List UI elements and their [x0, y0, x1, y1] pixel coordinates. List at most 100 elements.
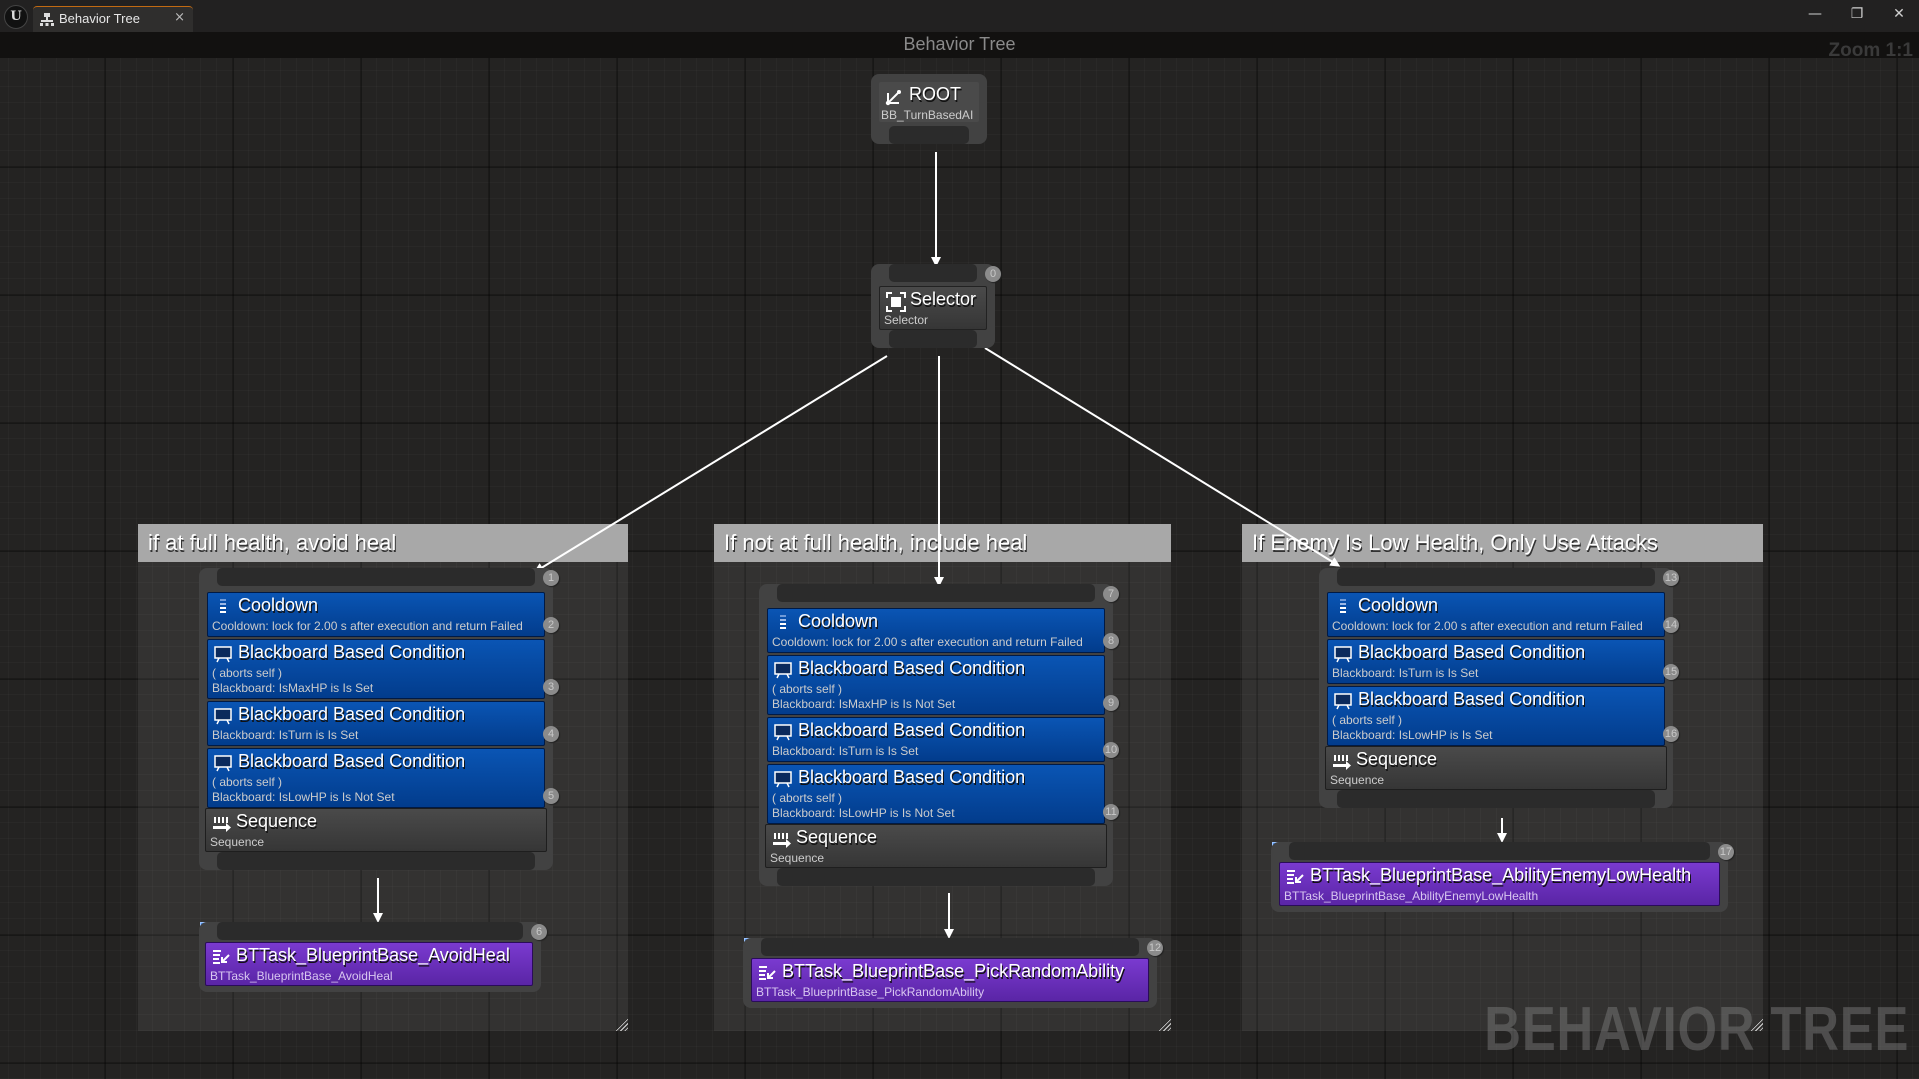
- decorator-title: Blackboard Based Condition: [1358, 689, 1586, 709]
- blackboard-icon: [214, 708, 232, 725]
- decorator-detail: Blackboard: IsMaxHP is Is Not Set: [772, 697, 956, 711]
- decorator-detail: Blackboard: IsTurn is Is Set: [1332, 666, 1479, 680]
- composite-sequence[interactable]: Sequence Sequence: [1325, 746, 1667, 790]
- task-subtitle: BTTask_BlueprintBase_PickRandomAbility: [756, 985, 985, 999]
- composite-sequence[interactable]: Sequence Sequence: [205, 808, 547, 852]
- decorator-abort-mode: ( aborts self ): [212, 775, 283, 789]
- root-body: ROOT BB_TurnBasedAI: [879, 82, 979, 122]
- tab-label: Behavior Tree: [59, 11, 140, 26]
- close-button[interactable]: ✕: [1893, 6, 1905, 22]
- unreal-logo-icon[interactable]: U: [4, 5, 28, 29]
- decorator-blackboard-condition[interactable]: Blackboard Based Condition Blackboard: I…: [207, 701, 545, 746]
- comment-title: If not at full health, include heal: [724, 530, 1028, 555]
- decorator-blackboard-condition[interactable]: Blackboard Based Condition Blackboard: I…: [1327, 639, 1665, 684]
- decorator-cooldown[interactable]: Cooldown Cooldown: lock for 2.00 s after…: [767, 608, 1105, 653]
- tab-behavior-tree[interactable]: Behavior Tree ×: [33, 6, 193, 33]
- execution-index-badge: 4: [543, 726, 559, 742]
- tab-close-icon[interactable]: ×: [174, 10, 185, 25]
- composite-sequence[interactable]: Sequence Sequence: [765, 824, 1107, 868]
- decorator-detail: Blackboard: IsLowHP is Is Not Set: [212, 790, 395, 804]
- sequence-input-pin[interactable]: [777, 584, 1095, 602]
- decorator-blackboard-condition[interactable]: Blackboard Based Condition ( aborts self…: [207, 639, 545, 699]
- selector-input-pin[interactable]: [889, 264, 977, 282]
- blackboard-icon: [1334, 693, 1352, 710]
- sequence-output-pin[interactable]: [1337, 790, 1655, 808]
- task-subtitle: BTTask_BlueprintBase_AvoidHeal: [210, 969, 393, 983]
- sequence-icon: [1333, 755, 1351, 770]
- task-node-1[interactable]: 6 BTTask_BlueprintBase_AvoidHeal BTTask_…: [199, 922, 547, 992]
- decorator-detail: Blackboard: IsTurn is Is Set: [772, 744, 919, 758]
- task-body[interactable]: BTTask_BlueprintBase_PickRandomAbility B…: [751, 958, 1149, 1002]
- decorator-blackboard-condition[interactable]: Blackboard Based Condition ( aborts self…: [1327, 686, 1665, 746]
- decorator-abort-mode: ( aborts self ): [212, 666, 283, 680]
- comment-header[interactable]: If not at full health, include heal: [714, 524, 1171, 562]
- graph-header: Behavior Tree: [0, 32, 1919, 58]
- decorator-blackboard-condition[interactable]: Blackboard Based Condition ( aborts self…: [207, 748, 545, 808]
- task-icon: [1287, 870, 1304, 884]
- execution-index-badge: 6: [531, 924, 547, 940]
- blackboard-icon: [214, 646, 232, 663]
- execution-index-badge: 12: [1147, 940, 1163, 956]
- sequence-input-pin[interactable]: [1337, 568, 1655, 586]
- task-node-2[interactable]: 12 BTTask_BlueprintBase_PickRandomAbilit…: [743, 938, 1163, 1008]
- execution-index-badge: 15: [1663, 664, 1679, 680]
- cooldown-icon: [780, 615, 786, 629]
- selector-body: Selector Selector: [879, 286, 987, 330]
- decorator-detail: Blackboard: IsTurn is Is Set: [212, 728, 359, 742]
- root-title: ROOT: [909, 84, 961, 104]
- decorator-blackboard-condition[interactable]: Blackboard Based Condition ( aborts self…: [767, 764, 1105, 824]
- sequence-icon: [773, 833, 791, 848]
- selector-icon: [886, 292, 906, 312]
- composite-title: Sequence: [1356, 749, 1438, 769]
- decorator-blackboard-condition[interactable]: Blackboard Based Condition ( aborts self…: [767, 655, 1105, 715]
- behavior-tree-icon: [40, 13, 54, 26]
- zoom-level: Zoom 1:1: [1828, 40, 1913, 61]
- behavior-tree-watermark: BEHAVIOR TREE: [1484, 995, 1909, 1064]
- selector-title: Selector: [910, 289, 977, 309]
- minimize-button[interactable]: —: [1808, 6, 1822, 22]
- decorator-abort-mode: ( aborts self ): [1332, 713, 1403, 727]
- decorator-detail: Blackboard: IsLowHP is Is Set: [1332, 728, 1493, 742]
- composite-title: Sequence: [796, 827, 878, 847]
- selector-subtitle: Selector: [884, 313, 929, 327]
- wire-selector-branch-3: [984, 347, 1341, 567]
- task-input-pin[interactable]: [761, 938, 1139, 956]
- task-input-pin[interactable]: [1289, 842, 1710, 860]
- sequence-input-pin[interactable]: [217, 568, 535, 586]
- task-node-3[interactable]: 17 BTTask_BlueprintBase_AbilityEnemyLowH…: [1271, 842, 1734, 912]
- decorator-title: Cooldown: [238, 595, 319, 615]
- decorator-cooldown[interactable]: Cooldown Cooldown: lock for 2.00 s after…: [207, 592, 545, 637]
- root-subtitle: BB_TurnBasedAI: [881, 108, 974, 122]
- root-node[interactable]: ROOT BB_TurnBasedAI: [871, 74, 987, 144]
- task-icon: [759, 966, 776, 980]
- sequence-node-1[interactable]: 1 Cooldown Cooldown: lock for 2.00 s aft…: [199, 568, 559, 870]
- decorator-title: Cooldown: [1358, 595, 1439, 615]
- execution-index-badge: 16: [1663, 726, 1679, 742]
- task-body[interactable]: BTTask_BlueprintBase_AvoidHeal BTTask_Bl…: [205, 942, 533, 986]
- decorator-blackboard-condition[interactable]: Blackboard Based Condition Blackboard: I…: [767, 717, 1105, 762]
- comment-header[interactable]: If Enemy Is Low Health, Only Use Attacks: [1242, 524, 1763, 562]
- sequence-node-3[interactable]: 13 Cooldown Cooldown: lock for 2.00 s af…: [1319, 568, 1679, 808]
- task-title: BTTask_BlueprintBase_PickRandomAbility: [782, 961, 1125, 981]
- execution-index-badge: 10: [1103, 742, 1119, 758]
- task-input-pin[interactable]: [217, 922, 523, 940]
- decorator-cooldown[interactable]: Cooldown Cooldown: lock for 2.00 s after…: [1327, 592, 1665, 637]
- comment-header[interactable]: if at full health, avoid heal: [138, 524, 628, 562]
- task-title: BTTask_BlueprintBase_AvoidHeal: [236, 945, 510, 965]
- execution-index-badge: 13: [1663, 570, 1679, 586]
- selector-output-pin[interactable]: [889, 330, 977, 348]
- task-body[interactable]: BTTask_BlueprintBase_AbilityEnemyLowHeal…: [1279, 862, 1720, 906]
- blackboard-icon: [1334, 646, 1352, 663]
- decorator-detail: Cooldown: lock for 2.00 s after executio…: [772, 635, 1083, 649]
- sequence-output-pin[interactable]: [777, 868, 1095, 886]
- wire-selector-branch-1: [533, 355, 888, 573]
- selector-node[interactable]: Selector Selector 0: [871, 264, 1001, 348]
- root-output-pin[interactable]: [889, 126, 969, 144]
- sequence-output-pin[interactable]: [217, 852, 535, 870]
- sequence-node-2[interactable]: 7 Cooldown Cooldown: lock for 2.00 s aft…: [759, 584, 1119, 886]
- comment-title: If Enemy Is Low Health, Only Use Attacks: [1252, 530, 1658, 555]
- root-icon: [885, 90, 901, 106]
- restore-button[interactable]: ❐: [1850, 6, 1864, 22]
- decorator-detail: Blackboard: IsMaxHP is Is Set: [212, 681, 374, 695]
